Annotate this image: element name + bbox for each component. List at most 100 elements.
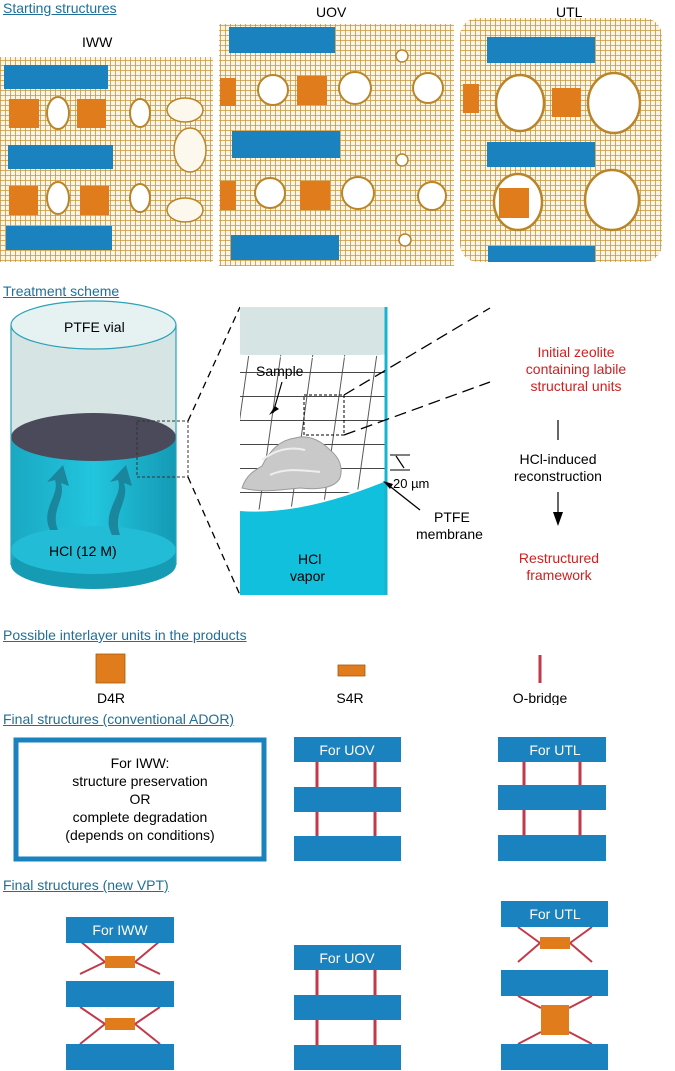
- zoom-region-box: [136, 420, 189, 478]
- d4r-block: [77, 99, 106, 128]
- restructured-line2: framework: [526, 567, 592, 583]
- vial-label: PTFE vial: [64, 319, 125, 335]
- vapor-label-line2: vapor: [290, 568, 325, 584]
- d4r-block: [463, 84, 479, 113]
- sample-powder: [241, 436, 342, 492]
- initial-zeolite-line3: structural units: [530, 378, 621, 394]
- s4r-unit-icon: [337, 664, 366, 677]
- layer-block: [501, 1044, 608, 1070]
- treatment-scheme-figure: PTFE vial HCl (12 M) Sample 20 µm PTFE m…: [10, 300, 627, 596]
- layer-block: [294, 945, 401, 970]
- sample-zoom-box: [303, 394, 345, 436]
- initial-zeolite-line1: Initial zeolite: [537, 344, 614, 360]
- layer-block: [294, 836, 401, 861]
- layer-block: [498, 835, 606, 861]
- layer-block: [6, 226, 112, 250]
- layer-block: [4, 65, 108, 89]
- iww-box-line3: OR: [130, 791, 151, 807]
- utl-conventional-structure: [498, 737, 606, 861]
- layer-block: [231, 235, 339, 260]
- hcl-liquid-label: HCl (12 M): [49, 543, 117, 559]
- section-heading-conventional: Final structures (conventional ADOR): [3, 711, 235, 727]
- utl-conventional-label: For UTL: [529, 742, 581, 758]
- initial-zeolite-line2: containing labile: [526, 361, 627, 377]
- section-heading-treatment: Treatment scheme: [3, 283, 120, 299]
- sample-label: Sample: [256, 363, 304, 379]
- d4r-block: [220, 181, 236, 210]
- vapor-label-line1: HCl: [298, 551, 321, 567]
- liquid-surface: [11, 413, 176, 461]
- uov-vpt-label: For UOV: [319, 950, 375, 966]
- hcl-induced-line2: reconstruction: [514, 468, 602, 484]
- section-heading-vpt: Final structures (new VPT): [3, 877, 169, 893]
- scale-label: 20 µm: [393, 476, 429, 491]
- membrane-label-line2: membrane: [416, 526, 483, 542]
- label-uov-start: UOV: [316, 4, 347, 20]
- iww-outcome-box: [13, 737, 267, 862]
- layer-block: [501, 901, 608, 927]
- d4r-block: [499, 188, 529, 218]
- layer-block: [487, 37, 595, 63]
- vpt-figure: For IWW For UOV For UTL: [66, 901, 608, 1070]
- layer-block: [294, 1045, 401, 1070]
- layer-block: [498, 737, 606, 762]
- d4r-block: [541, 1005, 569, 1035]
- layer-block: [488, 246, 595, 262]
- s4r-block: [540, 937, 570, 949]
- layer-block: [294, 737, 401, 762]
- vapor-arrow-icon: [47, 465, 69, 530]
- d4r-unit-icon: [95, 653, 126, 684]
- d4r-block: [80, 186, 109, 215]
- iww-framework-panel: [0, 57, 213, 262]
- layer-block: [294, 787, 401, 812]
- interlayer-units-figure: D4R S4R O-bridge: [95, 653, 568, 705]
- utl-vpt-structure: [501, 901, 608, 1070]
- hcl-induced-line1: HCl-induced: [519, 451, 596, 467]
- d4r-label: D4R: [97, 690, 125, 705]
- layer-block: [232, 131, 340, 158]
- layer-block: [501, 970, 608, 996]
- restructured-line1: Restructured: [519, 550, 599, 566]
- layer-block: [487, 142, 595, 167]
- d4r-block: [220, 78, 236, 106]
- layer-block: [498, 785, 606, 810]
- iww-box-line2: structure preservation: [72, 773, 207, 789]
- d4r-block: [297, 76, 327, 105]
- down-arrow-icon: [553, 512, 563, 526]
- uov-framework-panel: [219, 24, 454, 266]
- vapor-arrow-icon: [108, 465, 132, 535]
- conventional-ador-figure: For IWW: structure preservation OR compl…: [13, 737, 606, 862]
- d4r-block: [9, 186, 38, 215]
- iww-vpt-label: For IWW: [92, 922, 148, 938]
- d4r-block: [9, 99, 39, 128]
- utl-framework-panel: [460, 18, 662, 262]
- s4r-label: S4R: [336, 690, 363, 705]
- uov-vpt-structure: [294, 945, 401, 1070]
- label-utl-start: UTL: [556, 4, 583, 20]
- membrane-label-line1: PTFE: [434, 509, 470, 525]
- s4r-block: [105, 1018, 135, 1030]
- layer-block: [229, 27, 335, 53]
- s4r-block: [105, 956, 135, 968]
- o-bridge-label: O-bridge: [513, 690, 568, 705]
- iww-box-line1: For IWW:: [111, 755, 170, 771]
- section-heading-starting: Starting structures: [3, 0, 117, 16]
- layer-block: [66, 1044, 174, 1070]
- starting-structures-figure: IWW UOV UTL: [0, 4, 662, 266]
- layer-block: [66, 981, 174, 1007]
- utl-vpt-label: For UTL: [529, 906, 581, 922]
- d4r-block: [300, 181, 330, 210]
- section-heading-units: Possible interlayer units in the product…: [3, 627, 247, 643]
- ptfe-vial: [10, 300, 189, 589]
- layer-block: [8, 145, 113, 169]
- d4r-block: [552, 88, 581, 117]
- iww-box-line4: complete degradation: [73, 809, 208, 825]
- uov-conventional-label: For UOV: [319, 742, 375, 758]
- iww-vpt-structure: [66, 917, 174, 1070]
- zoom-panel: [239, 307, 421, 595]
- label-iww-start: IWW: [82, 34, 113, 50]
- uov-conventional-structure: [294, 737, 401, 861]
- iww-box-line5: (depends on conditions): [65, 827, 214, 843]
- layer-block: [66, 917, 174, 943]
- layer-block: [294, 995, 401, 1020]
